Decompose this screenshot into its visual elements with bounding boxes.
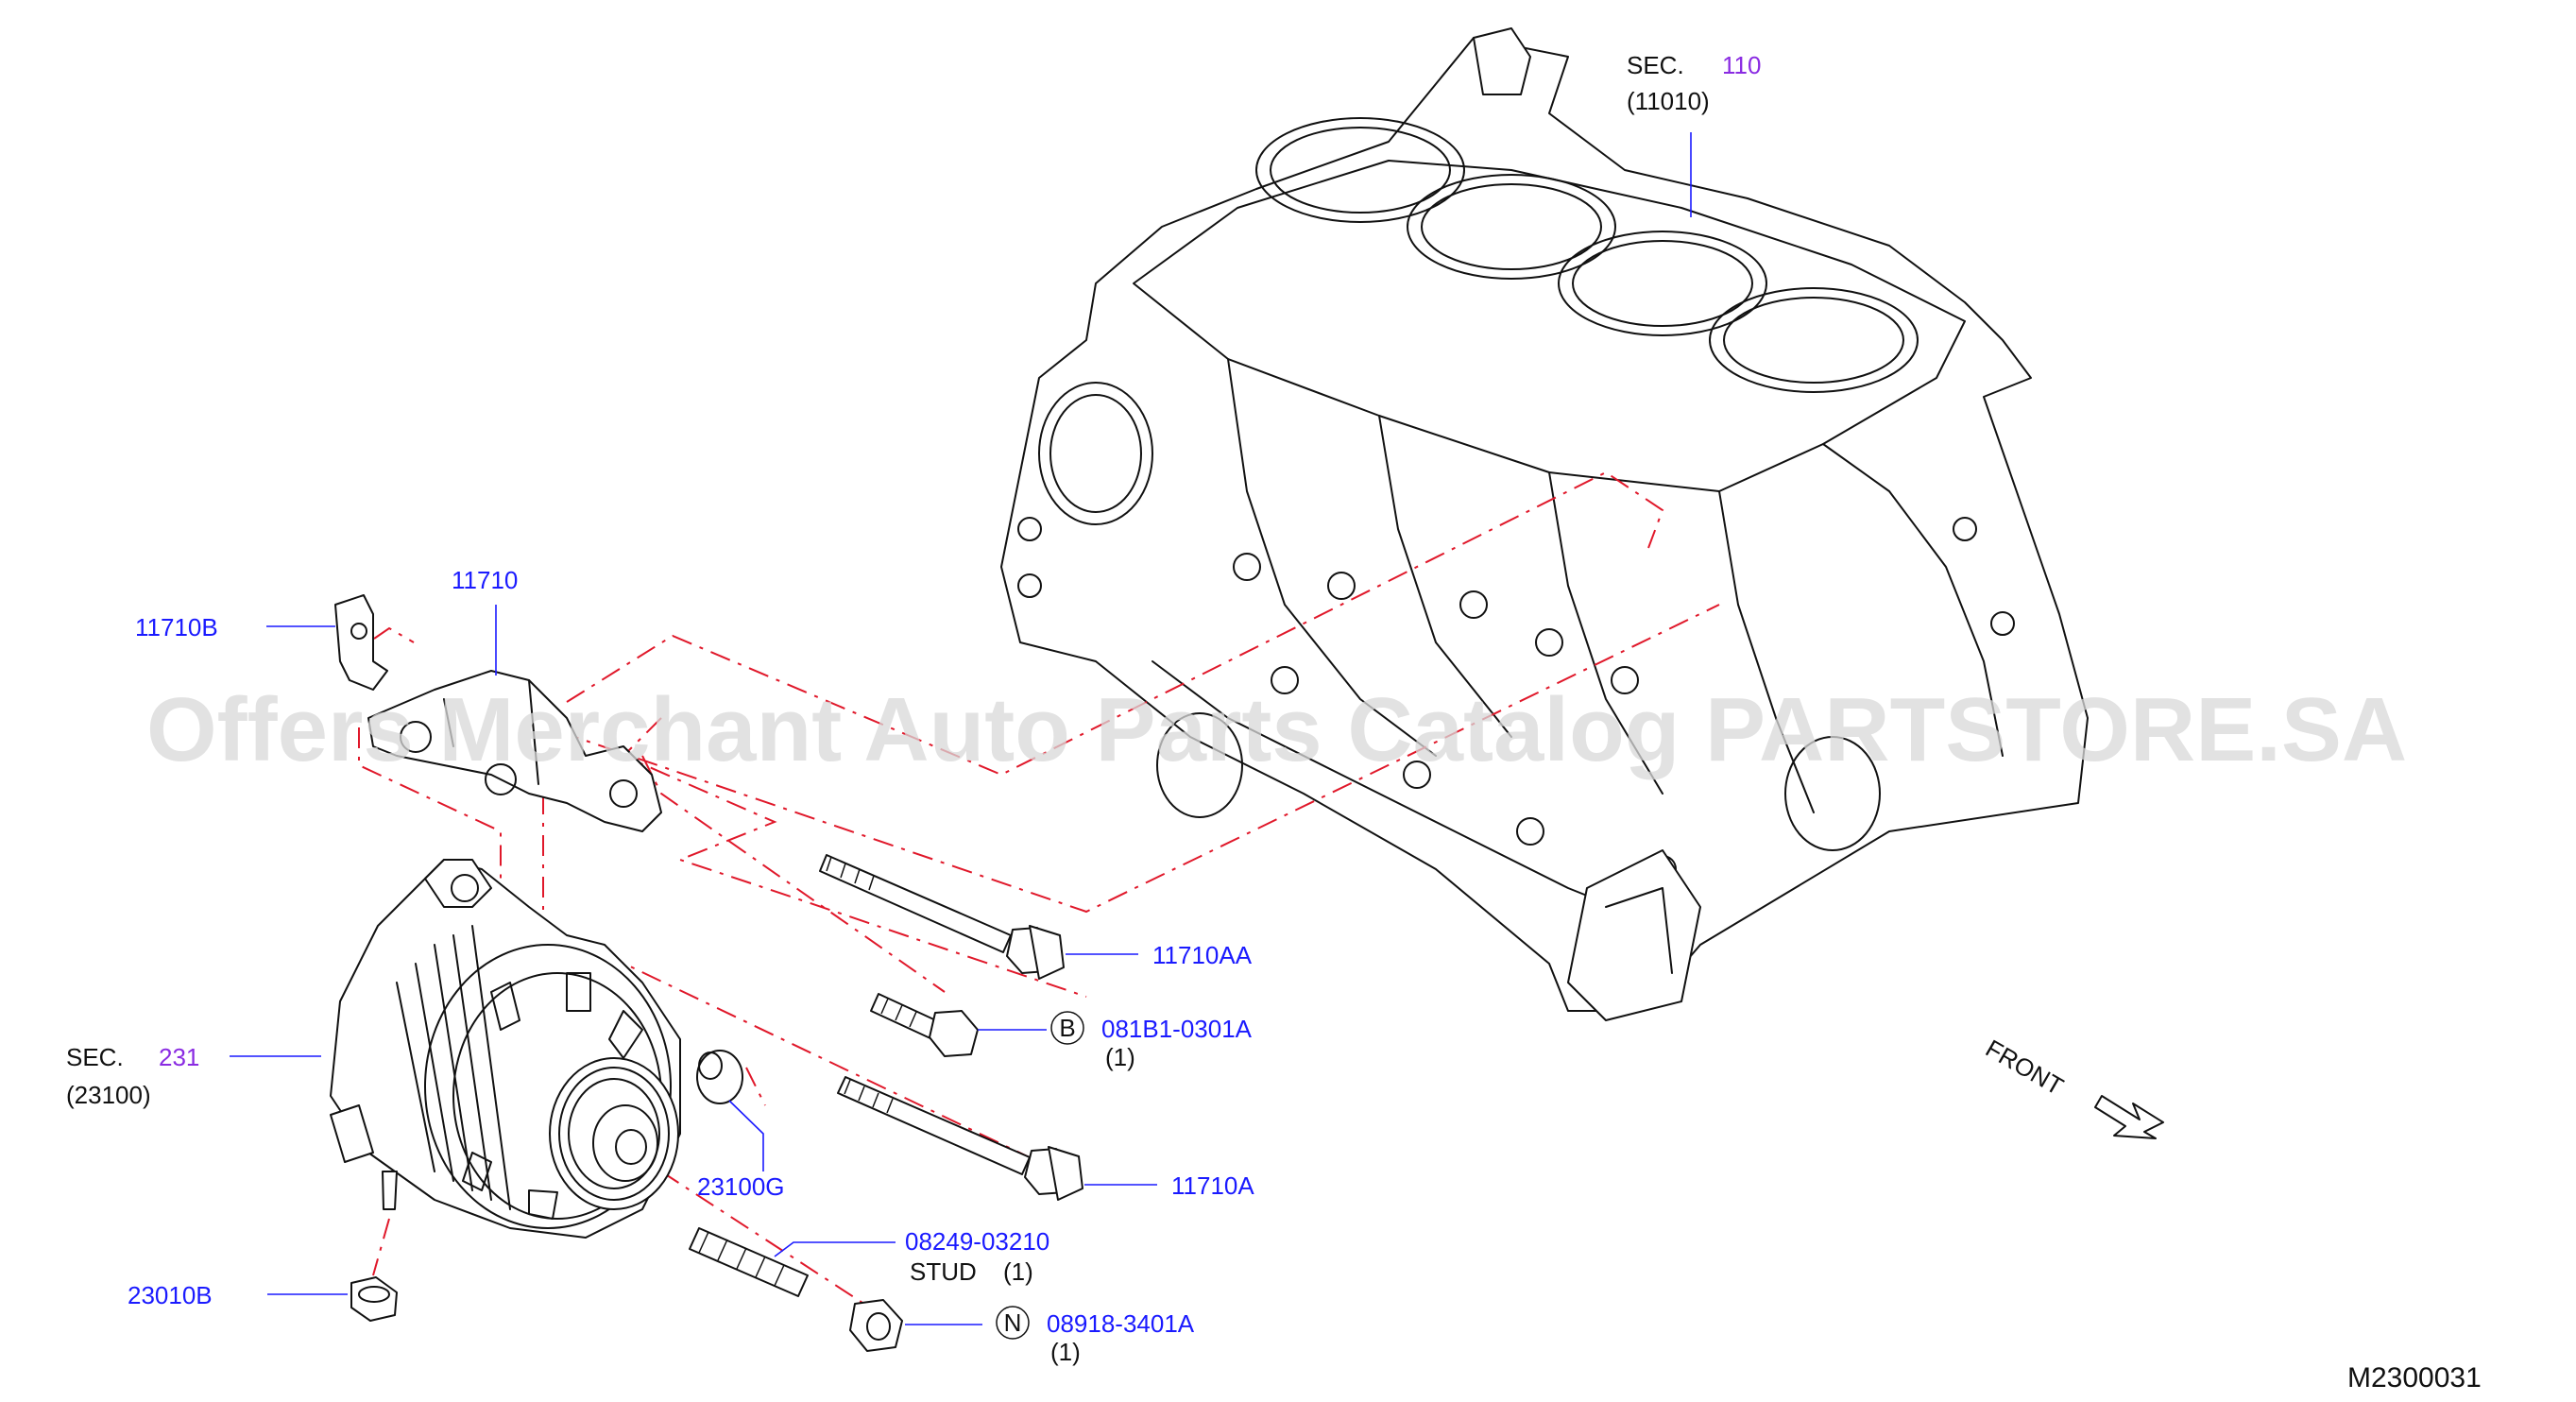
engine-block-illustration xyxy=(1000,27,2089,1021)
diagram-id: M2300031 xyxy=(2347,1362,2482,1393)
part-23100g-label[interactable]: 23100G xyxy=(697,1172,785,1201)
part-08918-label[interactable]: 08918-3401A xyxy=(1047,1309,1195,1338)
part-08249-desc: STUD xyxy=(910,1257,977,1286)
front-label: FRONT xyxy=(1981,1034,2069,1101)
section-110-subgroup: (11010) xyxy=(1627,87,1710,115)
b-badge-letter: B xyxy=(1059,1014,1075,1042)
section-231-prefix: SEC. xyxy=(66,1043,124,1071)
n-badge-icon xyxy=(996,1306,1030,1340)
bracket-spacer-illustration xyxy=(334,594,388,691)
section-231-callout[interactable]: SEC. 231 (23100) xyxy=(66,1043,199,1109)
alternator-bracket-illustration xyxy=(367,670,662,832)
part-11710aa-label[interactable]: 11710AA xyxy=(1152,941,1253,969)
part-23010b-label[interactable]: 23010B xyxy=(128,1281,213,1309)
part-08249-qty: (1) xyxy=(1003,1257,1033,1286)
stud-08249-illustration xyxy=(689,1227,809,1297)
part-081b1-callout[interactable]: B 081B1-0301A (1) xyxy=(1050,1011,1253,1071)
bolt-081b1-illustration xyxy=(870,993,979,1057)
part-081b1-qty: (1) xyxy=(1105,1043,1135,1071)
part-08918-qty: (1) xyxy=(1050,1338,1081,1366)
n-badge-letter: N xyxy=(1004,1308,1022,1337)
part-08249-callout[interactable]: 08249-03210 STUD (1) xyxy=(905,1227,1049,1286)
part-08249-label[interactable]: 08249-03210 xyxy=(905,1227,1049,1256)
section-110-callout[interactable]: SEC. 110 (11010) xyxy=(1627,51,1761,115)
part-11710a-label[interactable]: 11710A xyxy=(1171,1171,1254,1200)
section-110-number[interactable]: 110 xyxy=(1722,51,1761,79)
part-11710-label[interactable]: 11710 xyxy=(452,566,518,594)
section-110-prefix: SEC. xyxy=(1627,51,1684,79)
assembly-guide-lines xyxy=(358,470,1720,1314)
part-08918-callout[interactable]: N 08918-3401A (1) xyxy=(996,1306,1195,1366)
part-11710b-label[interactable]: 11710B xyxy=(135,613,218,641)
leader-lines xyxy=(230,132,1692,1325)
front-direction-indicator: FRONT xyxy=(1981,1034,2164,1139)
part-081b1-label[interactable]: 081B1-0301A xyxy=(1101,1015,1253,1043)
bolt-11710aa-illustration xyxy=(819,854,1065,980)
nut-08918-illustration xyxy=(849,1299,903,1352)
bolt-11710a-illustration xyxy=(837,1076,1083,1201)
front-arrow-icon xyxy=(2094,1095,2164,1139)
alternator-illustration xyxy=(330,859,681,1239)
b-badge-icon xyxy=(1050,1011,1084,1045)
nut-23010b-illustration xyxy=(350,1276,398,1322)
watermark-text: Offers Merchant Auto Parts Catalog PARTS… xyxy=(146,679,2407,780)
section-231-number[interactable]: 231 xyxy=(159,1043,199,1071)
bushing-23100g-illustration xyxy=(696,1050,743,1104)
section-231-subgroup: (23100) xyxy=(66,1081,151,1109)
